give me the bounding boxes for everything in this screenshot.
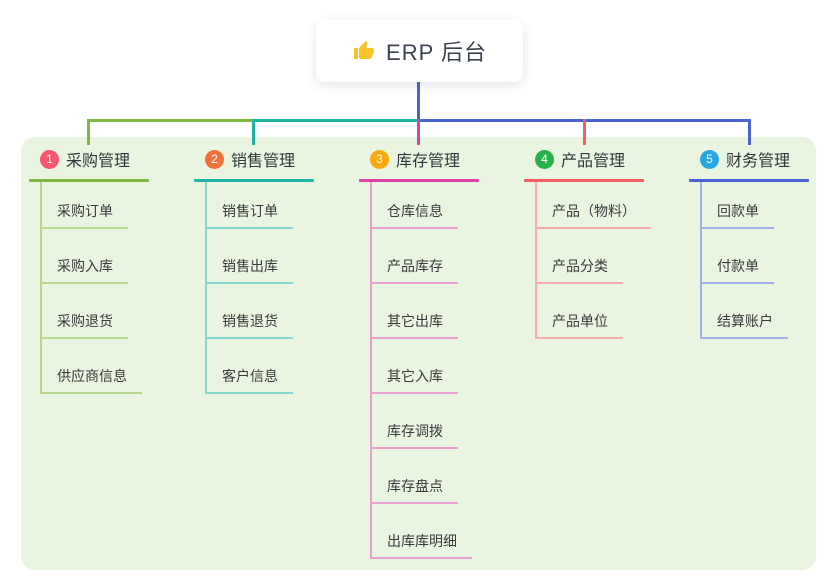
item-receipt-doc[interactable]: 回款单 [700, 201, 774, 229]
branch-title-underline [359, 179, 479, 182]
branch-items-finance: 回款单 付款单 结算账户 [700, 182, 839, 339]
branch-title-underline [524, 179, 644, 182]
branch-purchase: 1 采购管理 采购订单 采购入库 采购退货 供应商信息 [29, 148, 194, 394]
item-customer-info[interactable]: 客户信息 [205, 366, 293, 394]
item-settlement-account[interactable]: 结算账户 [700, 311, 788, 339]
branch-number-badge: 1 [40, 149, 59, 169]
branch-number-badge: 3 [370, 149, 389, 169]
branch-title-label: 财务管理 [726, 153, 791, 170]
root-node-erp[interactable]: ERP 后台 [316, 20, 523, 82]
branch-items-inventory: 仓库信息 产品库存 其它出库 其它入库 库存调拨 库存盘点 出库库明细 [370, 182, 524, 559]
item-stock-count[interactable]: 库存盘点 [370, 476, 458, 504]
item-purchase-inbound[interactable]: 采购入库 [40, 256, 128, 284]
branch-title-purchase[interactable]: 1 采购管理 [40, 148, 194, 170]
branch-product: 4 产品管理 产品（物料） 产品分类 产品单位 [524, 148, 689, 339]
branch-number-badge: 2 [205, 149, 224, 169]
item-sales-order[interactable]: 销售订单 [205, 201, 293, 229]
branch-title-underline [29, 179, 149, 182]
root-node-label: ERP 后台 [386, 40, 487, 65]
item-product-unit[interactable]: 产品单位 [535, 311, 623, 339]
branch-inventory: 3 库存管理 仓库信息 产品库存 其它出库 其它入库 库存调拨 库存盘点 出库库… [359, 148, 524, 559]
branch-items-product: 产品（物料） 产品分类 产品单位 [535, 182, 689, 339]
item-purchase-order[interactable]: 采购订单 [40, 201, 128, 229]
bus-segment-purchase [87, 119, 253, 122]
branch-items-sales: 销售订单 销售出库 销售退货 客户信息 [205, 182, 359, 394]
root-stem-connector [417, 82, 420, 120]
branches-background-panel [21, 137, 816, 570]
item-product-category[interactable]: 产品分类 [535, 256, 623, 284]
branch-title-finance[interactable]: 5 财务管理 [700, 148, 839, 170]
branch-number-badge: 5 [700, 149, 719, 169]
branch-title-label: 销售管理 [231, 153, 296, 170]
branch-title-label: 采购管理 [66, 153, 131, 170]
drop-connector-finance [748, 119, 751, 145]
branch-title-label: 库存管理 [396, 153, 461, 170]
bus-segment-sales [252, 119, 418, 122]
item-sales-outbound[interactable]: 销售出库 [205, 256, 293, 284]
item-product-stock[interactable]: 产品库存 [370, 256, 458, 284]
branch-sales: 2 销售管理 销售订单 销售出库 销售退货 客户信息 [194, 148, 359, 394]
branch-title-product[interactable]: 4 产品管理 [535, 148, 689, 170]
branch-title-sales[interactable]: 2 销售管理 [205, 148, 359, 170]
branch-title-label: 产品管理 [561, 153, 626, 170]
item-payment-doc[interactable]: 付款单 [700, 256, 774, 284]
drop-connector-inventory [417, 119, 420, 145]
item-stock-transfer[interactable]: 库存调拨 [370, 421, 458, 449]
item-outbound-detail[interactable]: 出库库明细 [370, 531, 472, 559]
thumbs-up-icon [354, 41, 375, 59]
drop-connector-purchase [87, 119, 90, 145]
branch-title-underline [194, 179, 314, 182]
item-sales-return[interactable]: 销售退货 [205, 311, 293, 339]
item-other-inbound[interactable]: 其它入库 [370, 366, 458, 394]
item-other-outbound[interactable]: 其它出库 [370, 311, 458, 339]
drop-connector-sales [252, 119, 255, 145]
item-supplier-info[interactable]: 供应商信息 [40, 366, 142, 394]
item-purchase-return[interactable]: 采购退货 [40, 311, 128, 339]
branch-title-underline [689, 179, 809, 182]
branch-items-purchase: 采购订单 采购入库 采购退货 供应商信息 [40, 182, 194, 394]
item-product-material[interactable]: 产品（物料） [535, 201, 651, 229]
item-warehouse-info[interactable]: 仓库信息 [370, 201, 458, 229]
drop-connector-product [583, 119, 586, 145]
branch-title-inventory[interactable]: 3 库存管理 [370, 148, 524, 170]
branch-number-badge: 4 [535, 149, 554, 169]
branch-finance: 5 财务管理 回款单 付款单 结算账户 [689, 148, 839, 339]
